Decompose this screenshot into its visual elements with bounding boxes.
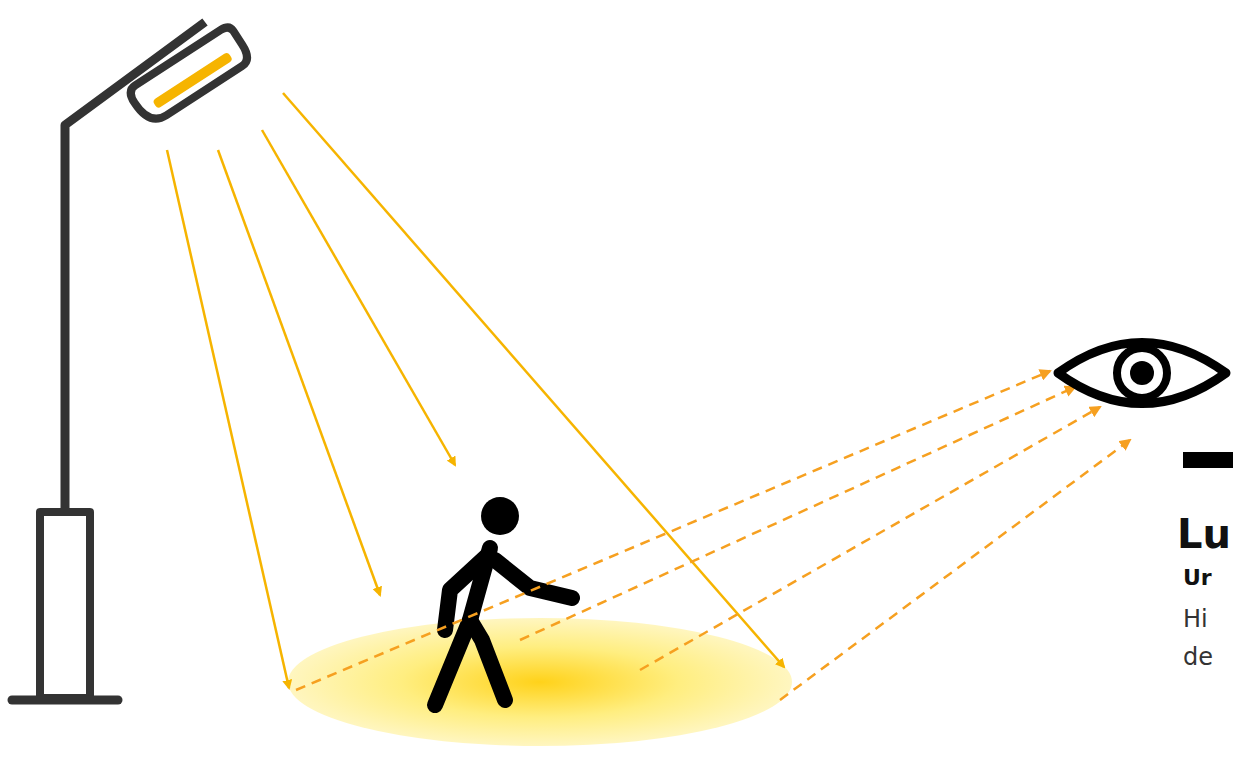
lamp-pole	[12, 22, 205, 700]
subheading-text: Ur	[1183, 566, 1212, 590]
lamp-head	[127, 24, 252, 126]
body-text: de	[1183, 644, 1213, 670]
heading-text: Lu	[1177, 512, 1231, 556]
eye-symbol	[1058, 343, 1226, 404]
lit-area	[288, 618, 792, 746]
heading-bar	[1183, 452, 1233, 468]
body-text: Hi	[1183, 606, 1208, 632]
reflected-rays	[296, 371, 1130, 700]
